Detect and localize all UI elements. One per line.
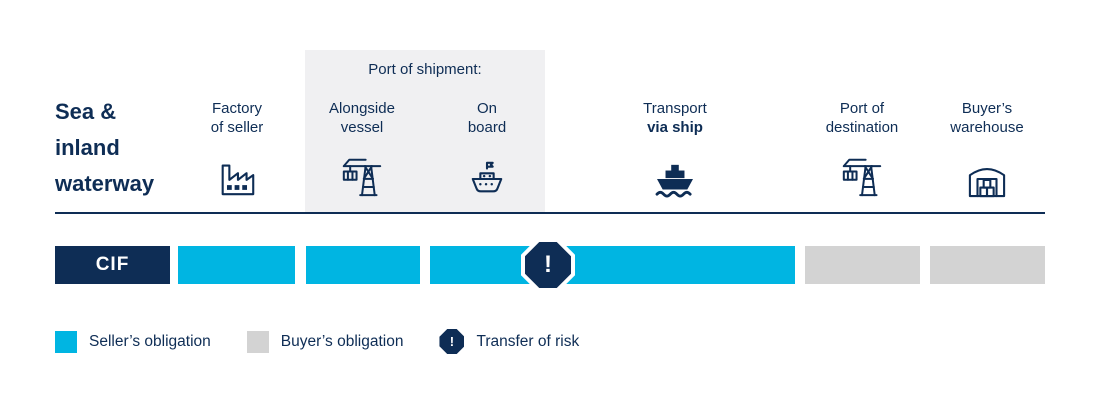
- risk-octagon-icon: !: [439, 329, 465, 354]
- bar-segment-seller-1: [178, 246, 295, 284]
- risk-octagon-icon: !: [525, 242, 571, 288]
- stage-factory-of-seller: Factory of seller: [162, 99, 312, 200]
- stage-label: Alongside vessel: [329, 100, 395, 136]
- stage-buyers-warehouse: Buyer’s warehouse: [912, 99, 1062, 200]
- stage-on-board: On board: [412, 99, 562, 200]
- bar-segment-buyer-2: [930, 246, 1045, 284]
- page-title: Sea & inland waterway: [55, 94, 154, 202]
- title-line: Sea &: [55, 99, 117, 124]
- ship-outline-icon: [412, 150, 562, 200]
- title-line: waterway: [55, 171, 155, 196]
- timeline-divider: [55, 212, 1045, 214]
- seller-swatch-icon: [55, 330, 77, 353]
- warehouse-icon: [912, 150, 1062, 200]
- stage-transport-via-ship: Transport via ship: [600, 99, 750, 200]
- stage-label: On board: [467, 100, 507, 136]
- title-line: inland: [55, 135, 120, 160]
- harbor-crane-icon: [787, 150, 937, 200]
- transfer-of-risk-marker: !: [521, 238, 575, 292]
- stage-port-of-destination: Port of destination: [787, 99, 937, 200]
- legend-item-buyer: Buyer’s obligation: [246, 330, 404, 353]
- bar-segment-seller-2: [306, 246, 420, 284]
- legend-label-seller: Seller’s obligation: [89, 332, 211, 350]
- legend-label-buyer: Buyer’s obligation: [280, 332, 404, 350]
- ship-filled-icon: [600, 150, 750, 200]
- incoterm-label: CIF: [95, 254, 130, 275]
- incoterm-badge: CIF: [55, 246, 170, 284]
- port-of-shipment-panel: Port of shipment:: [305, 50, 545, 212]
- port-of-shipment-label: Port of shipment:: [368, 61, 482, 78]
- stage-label: Transport via ship: [643, 100, 707, 136]
- factory-icon: [162, 150, 312, 200]
- stage-alongside-vessel: Alongside vessel: [287, 99, 437, 200]
- legend-item-risk: ! Transfer of risk: [439, 329, 579, 354]
- stage-label: Port of destination: [825, 100, 899, 136]
- bar-segment-buyer-1: [805, 246, 920, 284]
- risk-exclamation: !: [544, 251, 552, 278]
- legend-item-seller: Seller’s obligation: [55, 330, 211, 353]
- harbor-crane-icon: [287, 150, 437, 200]
- legend: Seller’s obligation Buyer’s obligation !…: [55, 329, 615, 354]
- stage-label: Factory of seller: [210, 100, 264, 136]
- buyer-swatch-icon: [246, 330, 269, 353]
- bar-segment-seller-3: [430, 246, 795, 284]
- stage-label: Buyer’s warehouse: [950, 100, 1024, 136]
- legend-label-risk: Transfer of risk: [476, 332, 580, 350]
